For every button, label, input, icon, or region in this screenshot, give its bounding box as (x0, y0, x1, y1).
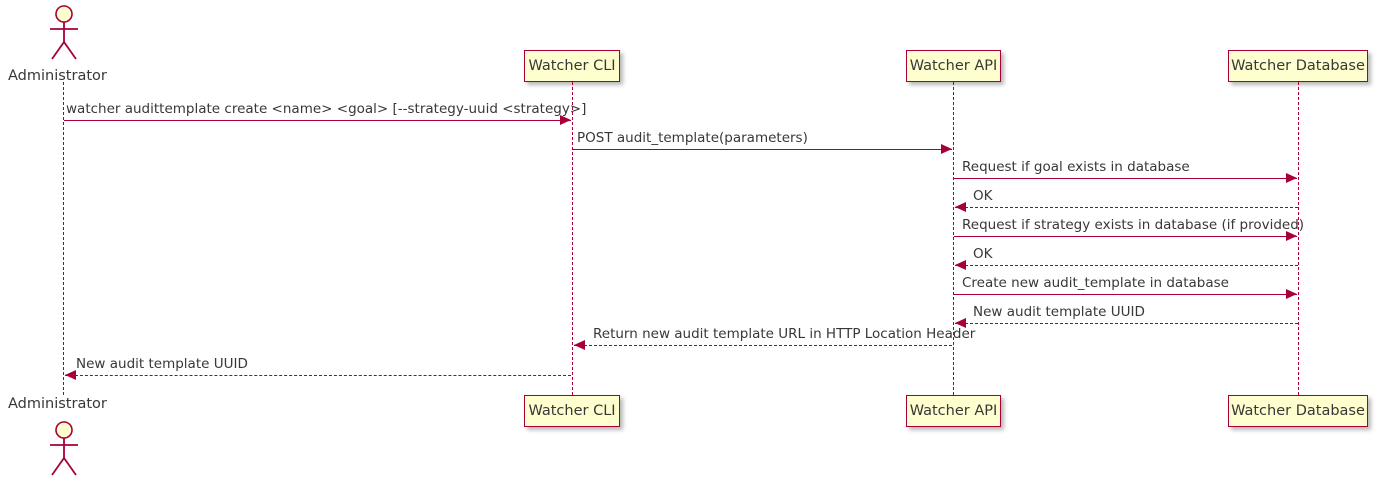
participant-box-db-top[interactable]: Watcher Database (1228, 50, 1368, 82)
message-arrow-5 (954, 236, 1297, 237)
participant-box-db-bottom[interactable]: Watcher Database (1228, 395, 1368, 427)
participant-box-cli-top[interactable]: Watcher CLI (524, 50, 620, 82)
message-arrow-1 (64, 120, 571, 121)
participant-box-api-top[interactable]: Watcher API (906, 50, 1001, 82)
message-label-2: POST audit_template(parameters) (577, 130, 808, 146)
participant-label-db-top: Watcher Database (1231, 58, 1365, 74)
lifeline-db (1298, 82, 1299, 395)
message-arrowhead-5 (1286, 231, 1297, 241)
actor-label-top: Administrator (8, 68, 107, 84)
participant-label-cli-bottom: Watcher CLI (528, 403, 616, 419)
message-arrowhead-9 (574, 340, 585, 350)
message-arrowhead-6 (955, 260, 966, 270)
participant-box-api-bottom[interactable]: Watcher API (906, 395, 1001, 427)
participant-box-cli-bottom[interactable]: Watcher CLI (524, 395, 620, 427)
message-arrowhead-8 (955, 318, 966, 328)
message-label-5: Request if strategy exists in database (… (962, 217, 1305, 233)
message-label-7: Create new audit_template in database (962, 275, 1229, 291)
lifeline-cli (572, 82, 573, 395)
message-label-10: New audit template UUID (76, 356, 248, 372)
message-arrow-2 (573, 149, 952, 150)
message-arrowhead-7 (1286, 289, 1297, 299)
message-arrow-7 (954, 294, 1297, 295)
message-arrowhead-1 (560, 115, 571, 125)
actor-administrator-figure-bottom (44, 420, 84, 482)
message-label-4: OK (973, 188, 993, 204)
message-arrow-4 (955, 207, 1298, 208)
participant-label-db-bottom: Watcher Database (1231, 403, 1365, 419)
message-arrowhead-2 (941, 144, 952, 154)
message-arrow-6 (955, 265, 1298, 266)
lifeline-api (953, 82, 954, 395)
message-arrowhead-3 (1286, 173, 1297, 183)
actor-label-bottom: Administrator (8, 396, 107, 412)
message-label-1: watcher audittemplate create <name> <goa… (66, 101, 587, 117)
lifeline-administrator (63, 82, 64, 395)
message-label-3: Request if goal exists in database (962, 159, 1190, 175)
message-arrow-9 (574, 345, 952, 346)
message-arrow-10 (65, 375, 571, 376)
participant-label-cli-top: Watcher CLI (528, 58, 616, 74)
message-arrow-3 (954, 178, 1297, 179)
message-label-9: Return new audit template URL in HTTP Lo… (593, 326, 976, 342)
message-arrowhead-4 (955, 202, 966, 212)
message-arrowhead-10 (65, 370, 76, 380)
message-label-8: New audit template UUID (973, 304, 1145, 320)
actor-administrator-figure-top (44, 4, 84, 66)
participant-label-api-bottom: Watcher API (909, 403, 998, 419)
message-arrow-8 (955, 323, 1298, 324)
participant-label-api-top: Watcher API (909, 58, 998, 74)
message-label-6: OK (973, 246, 993, 262)
